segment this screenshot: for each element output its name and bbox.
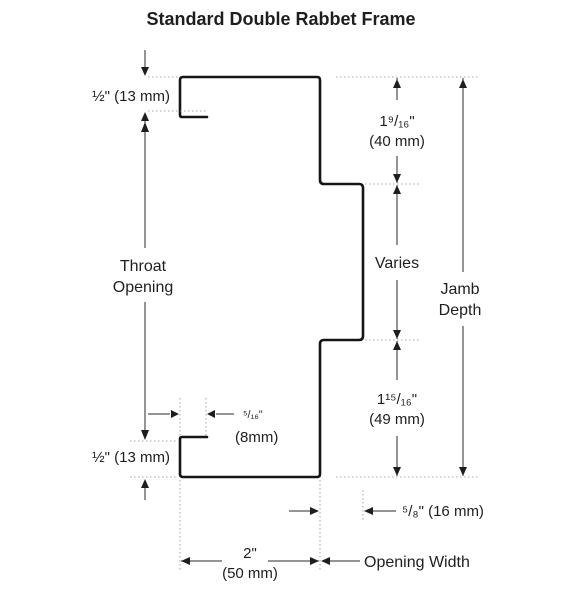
throat-opening-dimension xyxy=(130,122,178,442)
face-mm-label: (50 mm) xyxy=(222,565,278,582)
lower-rabbet-dimension xyxy=(393,341,401,476)
face-dimension xyxy=(179,480,321,570)
throat-opening-label-line2: Opening xyxy=(113,279,174,296)
varies-label: Varies xyxy=(375,255,419,272)
top-return-label: ½" (13 mm) xyxy=(92,88,170,105)
jamb-depth-label-line2: Depth xyxy=(439,302,482,319)
upper-rabbet-fraction-label: 1⁹/₁₆" xyxy=(379,113,414,130)
lower-rabbet-mm-label: (49 mm) xyxy=(369,411,425,428)
opening-width-label: Opening Width xyxy=(364,554,470,571)
throat-opening-label-line1: Throat xyxy=(120,258,167,275)
rabbet-gap-fraction-label: ⁵/₁₆" xyxy=(243,409,263,421)
jamb-depth-dimension xyxy=(459,78,467,476)
opening-width-dimension xyxy=(321,557,360,565)
upper-rabbet-mm-label: (40 mm) xyxy=(369,133,425,150)
upper-rabbet-dimension xyxy=(393,78,401,183)
diagram-title: Standard Double Rabbet Frame xyxy=(146,9,415,29)
backbend-dimension xyxy=(289,480,396,522)
bottom-return-label: ½" (13 mm) xyxy=(92,449,170,466)
rabbet-gap-dimension xyxy=(148,398,234,436)
face-fraction-label: 2" xyxy=(243,545,257,562)
backbend-label: ⁵/₈" (16 mm) xyxy=(402,503,484,520)
frame-profile xyxy=(178,75,365,479)
lower-rabbet-fraction-label: 1¹⁵/₁₆" xyxy=(377,391,417,408)
right-extension-lines xyxy=(336,76,478,478)
rabbet-gap-mm-label: (8mm) xyxy=(235,429,278,446)
varies-dimension xyxy=(393,185,401,339)
jamb-depth-label-line1: Jamb xyxy=(440,281,479,298)
bottom-return-dimension xyxy=(130,476,178,500)
